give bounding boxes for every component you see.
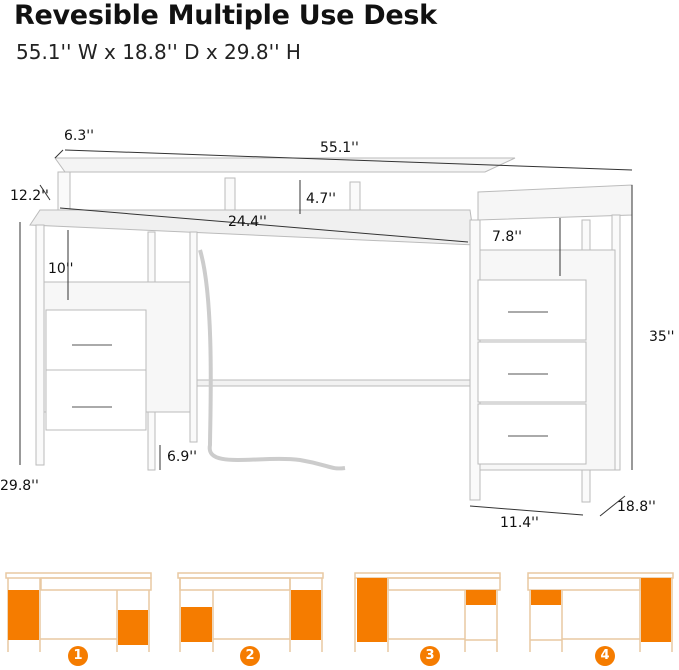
config-2-badge: 2 [240,646,260,666]
config-4-diagram [527,572,674,652]
config-1-badge: 1 [68,646,88,666]
dim-shelf-depth: 6.3'' [64,128,94,144]
configuration-diagrams [5,572,674,652]
dim-cabinet-gap: 7.8'' [492,229,522,245]
config-2-diagram [177,572,324,652]
dim-total-width: 55.1'' [320,140,359,156]
dim-desk-depth-left: 12.2'' [10,188,49,204]
config-1-diagram [5,572,152,652]
config-3-badge: 3 [420,646,440,666]
config-3-diagram [354,572,501,652]
product-dimensions-summary: 55.1'' W x 18.8'' D x 29.8'' H [16,40,301,64]
dim-shelf-height: 4.7'' [306,191,336,207]
dim-left-gap: 10'' [48,261,74,277]
dim-desk-depth: 18.8'' [617,499,656,515]
dim-cabinet-width: 11.4'' [500,515,539,531]
dimension-lines [19,149,633,517]
dim-shelf-width: 24.4'' [228,214,267,230]
product-title: Revesible Multiple Use Desk [14,0,437,31]
dim-cabinet-height: 35'' [649,329,675,345]
monitor-shelf [54,157,516,173]
dim-desk-height: 29.8'' [0,478,39,494]
dim-ground-clearance: 6.9'' [167,449,197,465]
config-4-badge: 4 [595,646,615,666]
